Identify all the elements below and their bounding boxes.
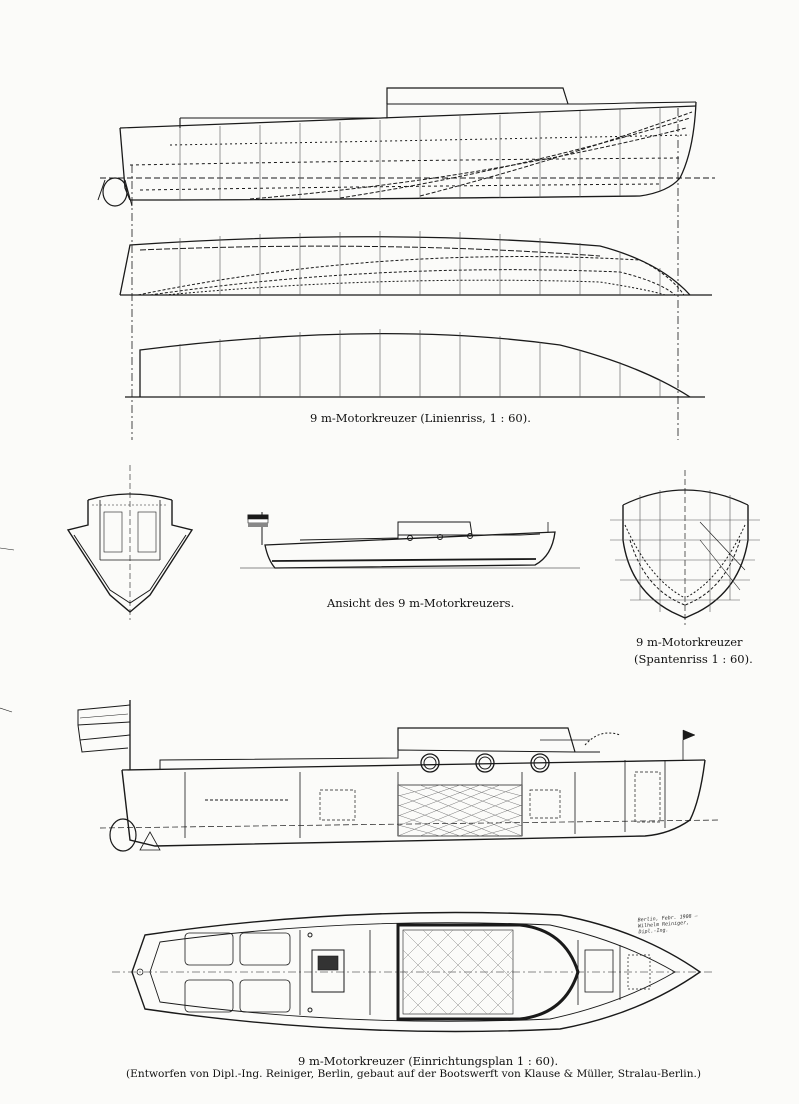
caption-body-plan-scale: (Spantenriss 1 : 60). [634, 652, 753, 666]
lines-plan-half-breadth [119, 231, 712, 296]
arrangement-deck-plan [112, 911, 715, 1033]
caption-lines-plan: 9 m-Motorkreuzer (Linienriss, 1 : 60). [310, 411, 531, 425]
lines-plan-deck [125, 329, 705, 398]
side-view [240, 512, 580, 569]
caption-side-view: Ansicht des 9 m-Motorkreuzers. [327, 596, 515, 610]
caption-credit: (Entworfen von Dipl.-Ing. Reiniger, Berl… [126, 1068, 702, 1080]
body-plan [610, 470, 760, 625]
arrangement-profile [77, 700, 721, 852]
margin-mark [0, 547, 15, 551]
margin-mark [0, 707, 13, 713]
caption-body-plan-title: 9 m-Motorkreuzer [636, 635, 743, 649]
caption-arrangement: 9 m-Motorkreuzer (Einrichtungsplan 1 : 6… [298, 1054, 559, 1068]
lines-plan-profile [97, 87, 715, 440]
midship-section [66, 465, 194, 620]
